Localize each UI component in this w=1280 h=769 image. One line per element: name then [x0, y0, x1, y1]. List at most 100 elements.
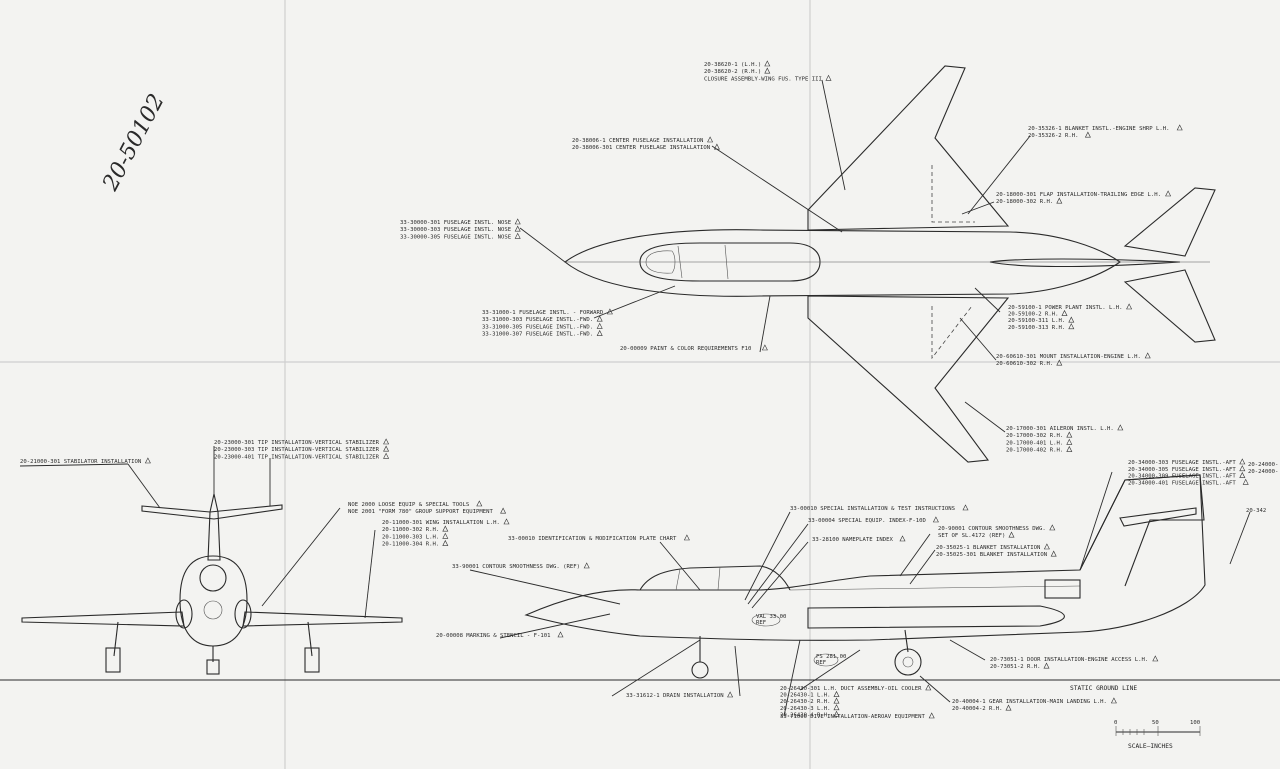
revision-triangle-icon — [1049, 524, 1056, 531]
callout-marking: 20-00008 MARKING & STENCIL - F-101 — [436, 631, 564, 639]
callout-line: NOE 2001 "FORM 780" GROUP SUPPORT EQUIPM… — [348, 509, 493, 515]
front-left-intake — [175, 599, 193, 629]
callout-line: 20-35326-2 R.H. — [1028, 133, 1079, 139]
side-access-panel — [1044, 579, 1081, 599]
side-main-gear — [894, 629, 922, 676]
callout-line: 20-60610-302 R.H. — [996, 361, 1053, 367]
plan-right-wing — [807, 295, 1010, 463]
callout-line: 20-40004-2 R.H. — [952, 706, 1003, 712]
side-dorsal-line — [789, 585, 1081, 591]
callout-aft-right: 20-24000-20-24000- — [1248, 462, 1278, 475]
revision-triangle-icon — [596, 322, 603, 329]
callout-line: 33-31000-303 FUSELAGE INSTL.-FWD. — [482, 317, 593, 323]
callout-line: 33-30000-301 FUSELAGE INSTL. NOSE — [400, 220, 512, 226]
revision-triangle-icon — [833, 690, 840, 697]
revision-triangle-icon — [1239, 465, 1246, 472]
revision-triangle-icon — [1043, 543, 1050, 550]
callout-line: 20-40004-1 GEAR INSTALLATION-MAIN LANDIN… — [952, 699, 1107, 705]
inlet-plate-marker — [751, 613, 781, 627]
revision-triangle-icon — [596, 329, 603, 336]
callout-wing: 20-11000-301 WING INSTALLATION L.H.20-11… — [382, 518, 510, 548]
revision-triangle-icon — [1066, 445, 1073, 452]
revision-triangle-icon — [606, 308, 613, 315]
plan-upper-stabilizer — [1123, 187, 1216, 257]
revision-triangle-icon — [1126, 303, 1133, 310]
callout-line: 20-11000-304 R.H. — [382, 542, 439, 548]
revision-triangle-icon — [383, 445, 390, 452]
side-view — [0, 474, 1280, 681]
callout-line: 20-35025-1 BLANKET INSTALLATION — [936, 545, 1040, 551]
callout-line: 33-31000-307 FUSELAGE INSTL.-FWD. — [482, 332, 593, 338]
revision-triangle-icon — [833, 704, 840, 711]
front-right-wing — [242, 611, 403, 627]
callout-line: 20-11000-303 L.H. — [382, 534, 439, 540]
revision-triangle-icon — [476, 500, 483, 507]
plan-lower-stabilizer — [1123, 269, 1216, 343]
revision-triangle-icon — [1068, 316, 1075, 323]
revision-triangle-icon — [683, 534, 690, 541]
revision-triangle-icon — [514, 232, 521, 239]
revision-triangle-icon — [1066, 438, 1073, 445]
callout-line: 20-24000- — [1248, 469, 1278, 475]
callout-line: 20-17000-302 R.H. — [1006, 433, 1063, 439]
revision-triangle-icon — [761, 344, 768, 351]
callout-line: 20-26430-4 R.H. — [780, 712, 831, 718]
callout-line: 20-73051-2 R.H. — [990, 664, 1041, 670]
callout-line: REF — [756, 620, 767, 626]
revision-triangle-icon — [928, 712, 935, 719]
plan-view — [564, 65, 1216, 463]
callout-special-equip: 33-00004 SPECIAL EQUIP. INDEX-F-10D — [808, 516, 939, 524]
side-fuselage — [524, 474, 1206, 641]
side-nose-gear — [691, 636, 709, 679]
callout-labels: 20-38620-1 (L.H.)20-38620-2 (R.H.)CLOSUR… — [20, 60, 1278, 750]
front-view — [21, 493, 403, 675]
callout-dive-brake: 33-71000 DIVE INSTALLATION-AEROAV EQUIPM… — [780, 712, 935, 720]
plan-right-flap — [931, 305, 973, 360]
side-view-leaders — [469, 471, 1251, 717]
revision-triangle-icon — [144, 457, 151, 464]
revision-triangle-icon — [1068, 323, 1075, 330]
revision-triangle-icon — [442, 532, 449, 539]
callout-line: 33-90001 CONTOUR SMOOTHNESS DWG. (REF) — [452, 564, 580, 570]
revision-triangle-icon — [899, 535, 906, 542]
callout-line: 20-17000-301 AILERON INSTL. L.H. — [1006, 426, 1114, 432]
plan-left-wing — [807, 65, 1010, 231]
callout-blanket: 20-35326-1 BLANKET INSTL.-ENGINE SHRP L.… — [1028, 124, 1183, 139]
callout-line: 20-59100-313 R.H. — [1008, 325, 1065, 331]
callout-closure: 20-38620-1 (L.H.)20-38620-2 (R.H.)CLOSUR… — [704, 60, 832, 82]
scale-tick-label: 50 — [1152, 720, 1159, 726]
revision-triangle-icon — [713, 143, 720, 150]
callout-paint: 20-00009 PAINT & COLOR REQUIREMENTS F10 — [620, 344, 768, 352]
callout-line: 20-34000-309 FUSELAGE INSTL.-AFT — [1128, 474, 1236, 480]
callout-line: 33-00010 SPECIAL INSTALLATION & TEST INS… — [790, 506, 955, 512]
side-horizontal-stabilizer — [1119, 507, 1197, 527]
revision-triangle-icon — [764, 60, 771, 67]
revision-triangle-icon — [442, 525, 449, 532]
revision-triangle-icon — [932, 516, 939, 523]
callout-nameplate: 33-28100 NAMEPLATE INDEX — [812, 535, 906, 543]
callout-line: 20-73051-1 DOOR INSTALLATION-ENGINE ACCE… — [990, 657, 1148, 663]
revision-triangle-icon — [503, 518, 510, 525]
callout-line: 20-11000-302 R.H. — [382, 527, 439, 533]
revision-triangle-icon — [1152, 655, 1159, 662]
callout-line: 20-59100-311 L.H. — [1008, 318, 1065, 324]
callout-line: 20-11000-301 WING INSTALLATION L.H. — [382, 520, 500, 526]
callout-fuselage-nose: 33-30000-301 FUSELAGE INSTL. NOSE33-3000… — [400, 218, 521, 240]
revision-triangle-icon — [962, 504, 969, 511]
revision-triangle-icon — [1008, 531, 1015, 538]
callout-line: STATIC GROUND LINE — [1070, 685, 1137, 692]
front-canopy — [199, 564, 227, 592]
revision-triangle-icon — [1056, 359, 1063, 366]
callout-line: 20-21000-301 STABILATOR INSTALLATION — [20, 459, 141, 465]
callout-line: 20-34000-401 FUSELAGE INSTL.-AFT — [1128, 480, 1236, 486]
front-left-wing — [21, 611, 185, 627]
callout-line: 20-342 — [1246, 508, 1266, 514]
callout-line: 20-34000-303 FUSELAGE INSTL.-AFT — [1128, 460, 1236, 466]
revision-triangle-icon — [1050, 550, 1057, 557]
callout-line: 20-38006-1 CENTER FUSELAGE INSTALLATION — [572, 138, 703, 144]
callout-line: 20-34000-305 FUSELAGE INSTL.-AFT — [1128, 467, 1236, 473]
